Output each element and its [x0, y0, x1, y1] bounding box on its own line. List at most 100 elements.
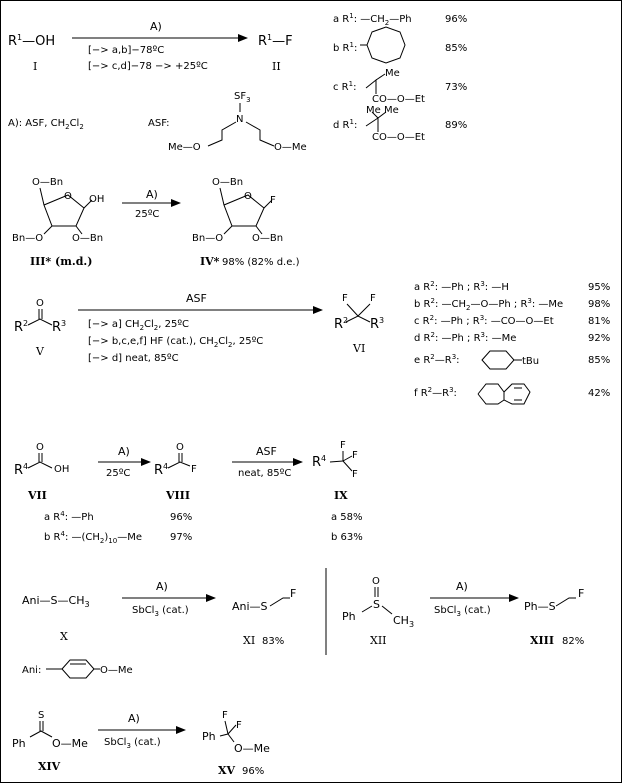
compound-id-xi: XI [243, 634, 255, 647]
fluorosulfide-xi-ch2 [269, 597, 290, 607]
thioester-xiv-ome: O—Me [52, 737, 88, 750]
cf3-ix-f3: F [352, 469, 358, 480]
r1-entry-c: c R1: [333, 80, 356, 93]
ketone-v-skeleton [27, 318, 53, 326]
compound-id-xii: XII [370, 634, 387, 647]
scheme-5: Ani—S—CH3 X A) SbCl3 (cat.) Ani—S F XI 8… [22, 580, 296, 679]
r1-c-ester: CO—O—Et [372, 94, 425, 105]
compound-id-xiii: XIII [530, 634, 554, 647]
thioester-xiv-ph: Ph [12, 737, 26, 750]
difluoroether-xv-ome: O—Me [234, 742, 270, 755]
r1-entry-a: a R1: —CH2—Ph [333, 12, 412, 27]
asf-right-ome: O—Me [274, 142, 307, 153]
r1-d-ester: CO—O—Et [372, 132, 425, 143]
sugar-iii-obn-top: O—Bn [32, 177, 63, 188]
sugar-iii-c3-bond [43, 225, 53, 235]
sulfoxide-xii-oxygen: O [372, 576, 380, 587]
scheme-3: O R2 R3 V ASF [−> a] CH2Cl2, 25ºC [−> b,… [14, 280, 610, 405]
arrow-6-condition: SbCl3 (cat.) [434, 605, 491, 618]
r1-yield-b: 85% [445, 43, 467, 54]
compound-id-iii: III* (m.d.) [30, 255, 92, 268]
r2r3-yield-c: 81% [588, 316, 610, 327]
difluoride-vi-bond-f1 [346, 303, 359, 317]
sugar-iv-obn-right: O—Bn [252, 233, 283, 244]
ix-yield-a: a 58% [331, 512, 363, 523]
r2r3-yield-a: 95% [588, 282, 610, 293]
arrow-6-reagent: A) [456, 580, 468, 593]
difluoride-vi-skeleton [345, 315, 371, 323]
cf3-ix-f2: F [352, 450, 358, 461]
compound-iv-yield: 98% (82% d.e.) [222, 257, 300, 268]
sugar-iv-ring [223, 194, 265, 227]
difluoroether-xv-bond-o [227, 733, 235, 743]
fluorosulfide-xi-f: F [290, 587, 296, 600]
arrow-5-reagent: A) [156, 580, 168, 593]
acylf-viii-skeleton [167, 461, 191, 469]
arrow-1-condition-2: [−> c,d]−78 −> +25ºC [88, 61, 208, 72]
compound-id-vii: VII [27, 489, 47, 502]
acylf-viii-oxygen: O [176, 442, 184, 453]
r1-c-backbone [365, 78, 377, 94]
sugar-iv-obn-top: O—Bn [212, 177, 243, 188]
tetralin-benzene-ring [503, 383, 531, 405]
arrow-2-reagent: A) [146, 188, 158, 201]
fluorosulfide-xiii: Ph—S [524, 600, 556, 613]
compound-id-xv: XV [218, 764, 236, 777]
reagent-definition: A): ASF, CH2Cl2 [8, 118, 84, 131]
difluoroether-xv-bond-ph [219, 733, 229, 737]
compound-id-vi: VI [352, 342, 365, 355]
sugar-iii-obn-left: Bn—O [12, 233, 43, 244]
difluoroether-xv-f2: F [236, 720, 242, 731]
r1-yield-a: 96% [445, 14, 467, 25]
asf-label: ASF: [148, 118, 170, 129]
r1-c-methyl: Me [385, 68, 400, 79]
sugar-iii-oh-bond [83, 199, 93, 209]
r2r3-yield-f: 42% [588, 388, 610, 399]
sulfoxide-xii-ph-bond [361, 605, 373, 613]
viii-yield-a: 96% [170, 512, 192, 523]
thioester-xiv-skeleton [29, 730, 53, 738]
difluoroether-xv-bond-f1 [224, 720, 229, 735]
sugar-iv-f: F [270, 195, 276, 206]
viii-yield-b: 97% [170, 532, 192, 543]
compound-id-iv: IV* [200, 255, 220, 268]
difluoride-vi-r2: R2 [334, 316, 348, 332]
arrow-7-condition: SbCl3 (cat.) [104, 737, 161, 750]
sulfide-x: Ani—S—CH3 [22, 594, 90, 609]
sugar-iii-ring-o: O [64, 191, 72, 202]
sugar-iv-f-bond [263, 199, 273, 209]
ketone-v-oxygen: O [36, 298, 44, 309]
thioester-xiv-s: S [38, 710, 44, 721]
arrow-4b-condition: neat, 85ºC [238, 468, 291, 479]
tbu-group: tBu [522, 356, 539, 367]
r1-d-methyl1-bond [371, 111, 379, 119]
compound-id-v: V [35, 345, 45, 358]
acylf-viii-r4: R4 [154, 462, 168, 478]
sugar-iii-c2-bond [75, 225, 83, 235]
arrow-1-condition-1: [−> a,b]−78ºC [88, 45, 164, 56]
ani-ome: O—Me [100, 665, 133, 676]
r1-yield-c: 73% [445, 82, 467, 93]
r1-entry-d: d R1: [333, 118, 357, 131]
ani-benzene-ring [61, 659, 95, 679]
sulfoxide-xii-s: S [373, 598, 380, 611]
fluorosulfide-xiii-f: F [578, 587, 584, 600]
r2r3-entry-f: f R2—R3: [414, 386, 457, 399]
compound-id-ii: II [272, 60, 281, 73]
r1-yield-d: 89% [445, 120, 467, 131]
fluorosulfide-xiii-ch2 [555, 597, 576, 607]
r4-entry-a: a R4: —Ph [44, 510, 94, 523]
cf3-ix-r4: R4 [312, 454, 326, 470]
compound-xiii-yield: 82% [562, 636, 584, 647]
sugar-iv-obn-left: Bn—O [192, 233, 223, 244]
sulfoxide-xii-me-bond [381, 605, 393, 615]
fluorosulfide-xi: Ani—S [232, 600, 268, 613]
asf-left-ome: Me—O [168, 142, 201, 153]
acid-vii-oh: OH [54, 464, 69, 475]
acid-vii-r4: R4 [14, 462, 28, 478]
ani-label: Ani: [22, 665, 41, 676]
acid-vii-skeleton [27, 461, 53, 469]
difluoroether-xv-bond-f2 [227, 724, 237, 735]
sugar-iii-ch2 [39, 187, 45, 206]
